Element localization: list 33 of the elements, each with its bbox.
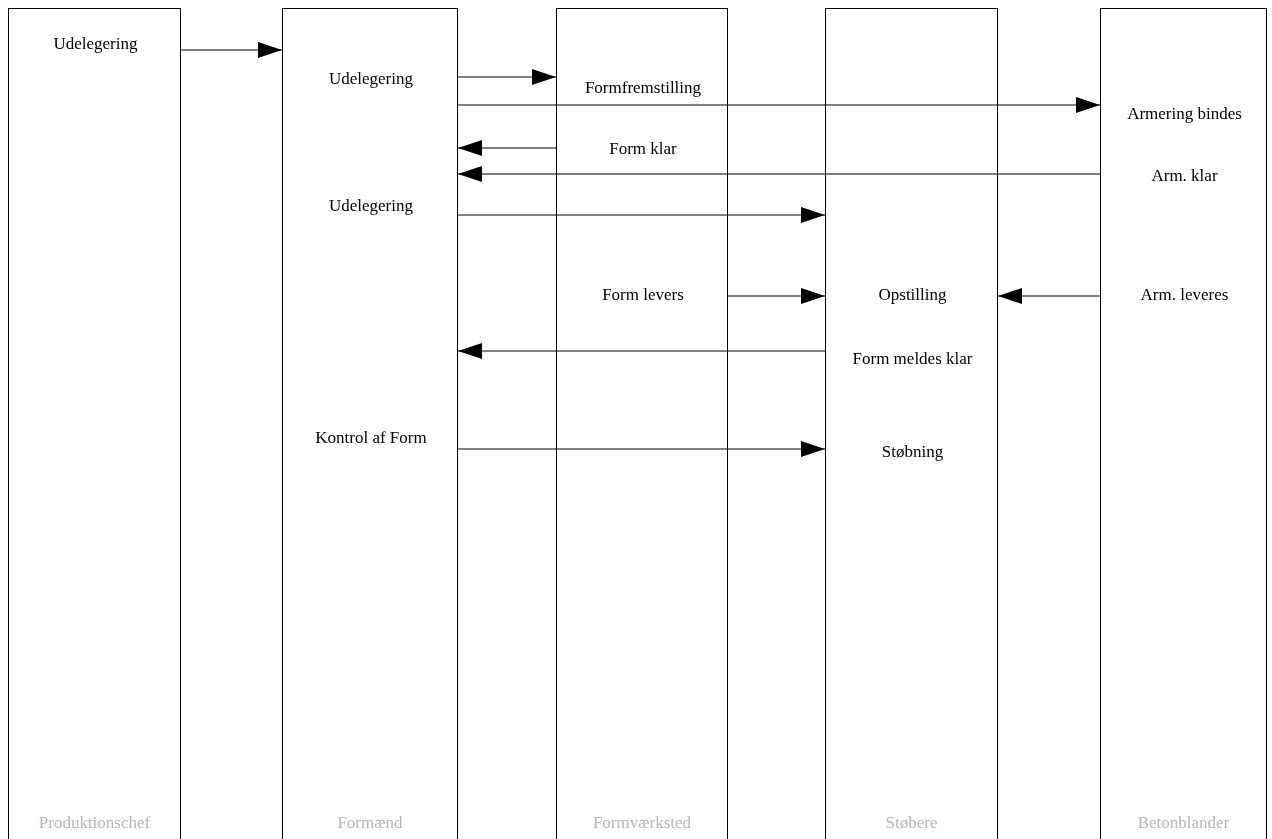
- step-label: Arm. klar: [1101, 161, 1268, 191]
- lane-title: Støbere: [884, 813, 939, 833]
- arrow: [997, 288, 1101, 304]
- step-label: Arm. leveres: [1101, 281, 1268, 309]
- step-label: Kontrol af Form: [283, 409, 459, 467]
- arrow: [727, 288, 826, 304]
- arrow: [457, 441, 826, 457]
- swimlane: [8, 8, 181, 839]
- arrow: [457, 343, 826, 359]
- step-label: Form meldes klar: [826, 331, 999, 387]
- step-label: Støbning: [826, 437, 999, 467]
- arrow: [457, 69, 557, 85]
- arrow: [457, 207, 826, 223]
- step-label: Udelegering: [283, 189, 459, 223]
- arrow: [457, 140, 557, 156]
- step-label: Udelegering: [283, 46, 459, 112]
- lane-title: Formænd: [336, 813, 404, 833]
- arrow: [457, 97, 1101, 113]
- lane-title: Produktionschef: [37, 813, 152, 833]
- step-label: Form klar: [557, 135, 729, 163]
- swimlane: [556, 8, 728, 839]
- arrow: [457, 166, 1101, 182]
- step-label: Armering bindes: [1101, 99, 1268, 129]
- swimlane: [825, 8, 998, 839]
- lane-title: Betonblander: [1136, 813, 1231, 833]
- lane-title: Formværksted: [591, 813, 693, 833]
- step-label: Formfremstilling: [557, 73, 729, 103]
- step-label: Udelegering: [9, 29, 182, 59]
- step-label: Form levers: [557, 281, 729, 309]
- arrow: [180, 42, 283, 58]
- swimlane: [282, 8, 458, 839]
- swimlane: [1100, 8, 1267, 839]
- step-label: Opstilling: [826, 281, 999, 309]
